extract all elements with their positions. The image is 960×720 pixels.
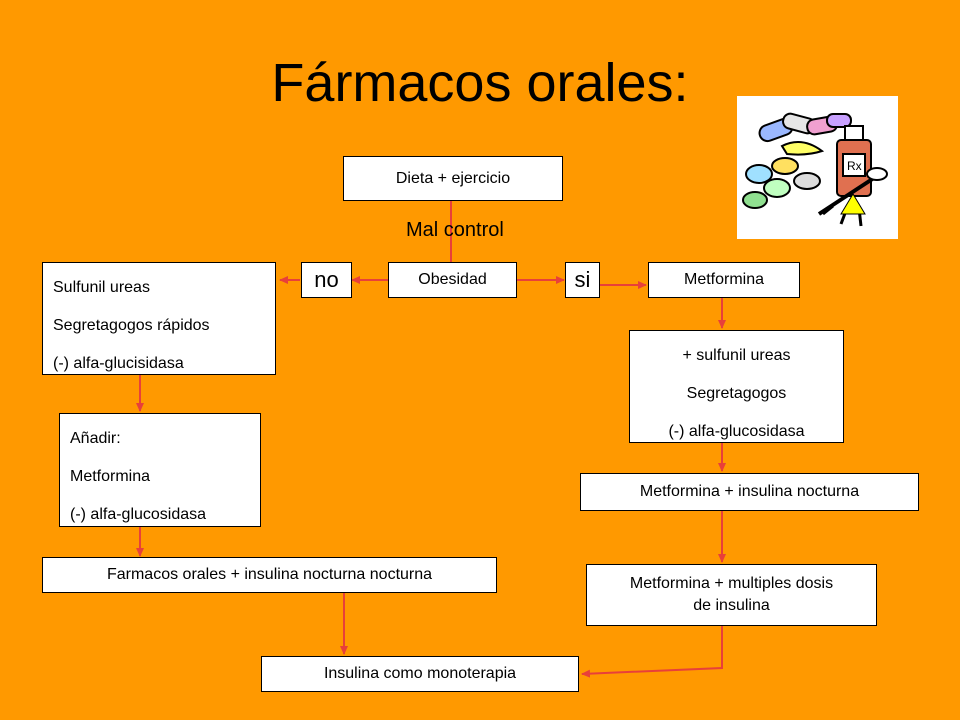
pills-and-medicine-bottle-icon: Rx: [737, 96, 898, 239]
svg-text:Rx: Rx: [847, 159, 862, 173]
plus-sulfunil-line: (-) alfa-glucosidasa: [668, 423, 805, 440]
node-no: no: [301, 262, 352, 298]
node-insulina-label: Insulina como monoterapia: [323, 665, 517, 682]
node-metformina: Metformina: [648, 262, 800, 298]
node-met-insulina-label: Metformina + insulina nocturna: [639, 483, 860, 500]
node-obesidad-label: Obesidad: [418, 271, 487, 288]
anadir-line: (-) alfa-glucosidasa: [70, 506, 207, 523]
node-met-multiples-line: de insulina: [693, 597, 770, 614]
node-farmacos-label: Farmacos orales + insulina nocturna noct…: [106, 566, 433, 583]
node-obesidad: Obesidad: [388, 262, 517, 298]
sulfunil-line: (-) alfa-glucisidasa: [53, 355, 184, 372]
node-met-multiples: Metformina + multiples dosis de insulina: [586, 564, 877, 626]
node-farmacos-orales: Farmacos orales + insulina nocturna noct…: [42, 557, 497, 593]
label-mal-control: Mal control: [406, 219, 504, 241]
node-dieta-ejercicio: Dieta + ejercicio: [343, 156, 563, 201]
anadir-line: Metformina: [70, 468, 151, 485]
node-anadir-group: Añadir: Metformina (-) alfa-glucosidasa: [59, 413, 261, 527]
node-no-label: no: [314, 267, 339, 292]
node-si: si: [565, 262, 600, 298]
node-sulfunil-group: Sulfunil ureas Segretagogos rápidos (-) …: [42, 262, 276, 375]
node-plus-sulfunil-group: + sulfunil ureas Segretagogos (-) alfa-g…: [629, 330, 844, 443]
plus-sulfunil-line: Segretagogos: [686, 385, 787, 402]
anadir-line: Añadir:: [70, 430, 121, 447]
node-met-multiples-line: Metformina + multiples dosis: [629, 575, 834, 592]
node-si-label: si: [574, 267, 591, 292]
sulfunil-line: Sulfunil ureas: [53, 279, 150, 296]
node-metformina-label: Metformina: [683, 271, 765, 288]
node-insulina-monoterapia: Insulina como monoterapia: [261, 656, 579, 692]
slide-title: Fármacos orales:: [271, 53, 689, 113]
plus-sulfunil-line: + sulfunil ureas: [682, 347, 791, 364]
sulfunil-line: Segretagogos rápidos: [53, 317, 210, 334]
edge-metmultiples-insulina: [581, 626, 723, 678]
node-met-insulina-nocturna: Metformina + insulina nocturna: [580, 473, 919, 511]
node-dieta-label: Dieta + ejercicio: [395, 169, 511, 187]
